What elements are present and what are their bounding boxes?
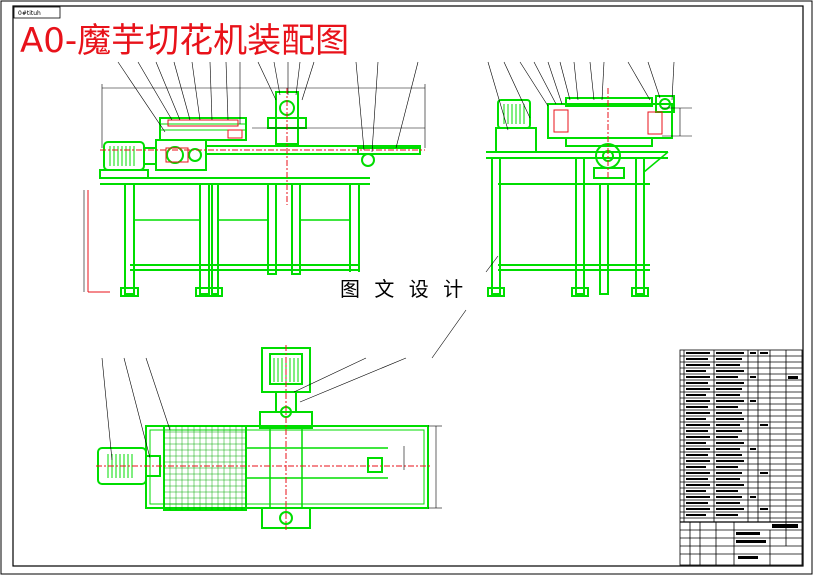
front-view: [99, 91, 421, 297]
inner-border: [12, 5, 804, 567]
top-view-centerlines: [96, 345, 432, 530]
sheet-tab-label: 0#tituh: [18, 10, 41, 17]
side-view: [486, 95, 675, 297]
sheet-tab: 0#tituh: [13, 6, 61, 19]
front-view-dimensions: [83, 61, 426, 292]
side-view-details: [553, 88, 663, 180]
knife-grid-hatch: [164, 426, 246, 510]
watermark-label: 图 文 设 计: [340, 277, 467, 301]
top-view: [97, 347, 429, 529]
top-view-dimensions: [101, 357, 442, 509]
watermark: 图 文 设 计: [326, 255, 499, 359]
drawing-title: A0-魔芋切花机装配图: [20, 21, 349, 61]
front-view-centerlines: [87, 88, 425, 293]
parts-list-ink: [686, 352, 798, 559]
parts-list-table: [679, 349, 803, 566]
side-view-dimensions: [487, 61, 692, 137]
